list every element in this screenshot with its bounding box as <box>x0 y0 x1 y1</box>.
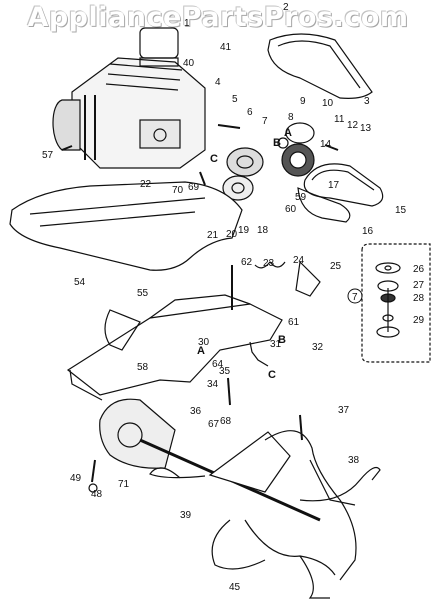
gear-case <box>99 398 176 469</box>
callout-36: 36 <box>190 406 202 417</box>
tine-assembly <box>149 414 381 599</box>
handle-bail <box>267 33 373 99</box>
callout-9: 9 <box>300 96 306 107</box>
callout-71: 71 <box>118 479 130 490</box>
callout-3: 3 <box>364 96 370 107</box>
callout-58: 58 <box>137 362 149 373</box>
callout-14: 14 <box>320 139 332 150</box>
callout-60: 60 <box>285 204 297 215</box>
callout-34: 34 <box>207 379 219 390</box>
callout-27: 27 <box>413 280 425 291</box>
v-belt <box>297 187 351 223</box>
callout-4: 4 <box>215 77 221 88</box>
callout-6: 6 <box>247 107 253 118</box>
callout-57: 57 <box>42 150 54 161</box>
callout-8: 8 <box>288 112 294 123</box>
callout-49: 49 <box>70 473 82 484</box>
connector-letter-a-1: A <box>284 127 292 139</box>
callout-61: 61 <box>288 317 300 328</box>
callout-17: 17 <box>328 180 340 191</box>
callout-35: 35 <box>219 366 231 377</box>
callout-38: 38 <box>348 455 360 466</box>
callout-54: 54 <box>74 277 86 288</box>
callout-40: 40 <box>183 58 195 69</box>
callout-41: 41 <box>220 42 232 53</box>
callout-20: 20 <box>226 229 238 240</box>
callout-15: 15 <box>395 205 407 216</box>
watermark: AppliancePartsPros.com <box>27 2 409 33</box>
callout-32: 32 <box>312 342 324 353</box>
callout-37: 37 <box>338 405 350 416</box>
inset-marker-7: 7 <box>352 292 358 303</box>
callout-22: 22 <box>140 179 152 190</box>
callout-23: 23 <box>263 258 275 269</box>
connector-letter-b-1: B <box>273 137 281 149</box>
connector-letter-c-1: C <box>210 153 218 165</box>
callout-55: 55 <box>137 288 149 299</box>
callout-11: 11 <box>334 114 345 125</box>
callout-69: 69 <box>188 182 200 193</box>
engine-assembly <box>52 27 206 169</box>
callout-67: 67 <box>208 419 220 430</box>
callout-12: 12 <box>347 120 359 131</box>
connector-letter-c-2: C <box>268 369 276 381</box>
callout-1: 1 <box>184 18 190 29</box>
callout-18: 18 <box>257 225 269 236</box>
callout-48: 48 <box>91 489 103 500</box>
drive-belt <box>303 163 384 207</box>
washer-inset <box>361 243 431 363</box>
callout-24: 24 <box>293 255 305 266</box>
engine-deck-plate <box>9 181 243 271</box>
callout-10: 10 <box>322 98 334 109</box>
connector-letter-b-2: B <box>278 334 286 346</box>
callout-62: 62 <box>241 257 253 268</box>
callout-30: 30 <box>198 337 210 348</box>
callout-68: 68 <box>220 416 232 427</box>
callout-25: 25 <box>330 261 342 272</box>
callout-21: 21 <box>207 230 219 241</box>
callout-64: 64 <box>212 359 224 370</box>
tiller-frame <box>66 294 283 401</box>
pulley-group <box>222 122 315 201</box>
callout-5: 5 <box>232 94 238 105</box>
callout-70: 70 <box>172 185 184 196</box>
callout-2: 2 <box>283 2 289 13</box>
inset-marker-circle <box>347 288 363 304</box>
connector-letter-a-2: A <box>197 345 205 357</box>
callout-26: 26 <box>413 264 425 275</box>
callout-7: 7 <box>262 116 268 127</box>
callout-13: 13 <box>360 123 372 134</box>
callout-45: 45 <box>229 582 241 593</box>
callout-29: 29 <box>413 315 425 326</box>
callout-28: 28 <box>413 293 425 304</box>
callout-39: 39 <box>180 510 192 521</box>
callout-19: 19 <box>238 225 250 236</box>
callout-16: 16 <box>362 226 374 237</box>
callout-59: 59 <box>295 192 307 203</box>
callout-31: 31 <box>270 339 282 350</box>
